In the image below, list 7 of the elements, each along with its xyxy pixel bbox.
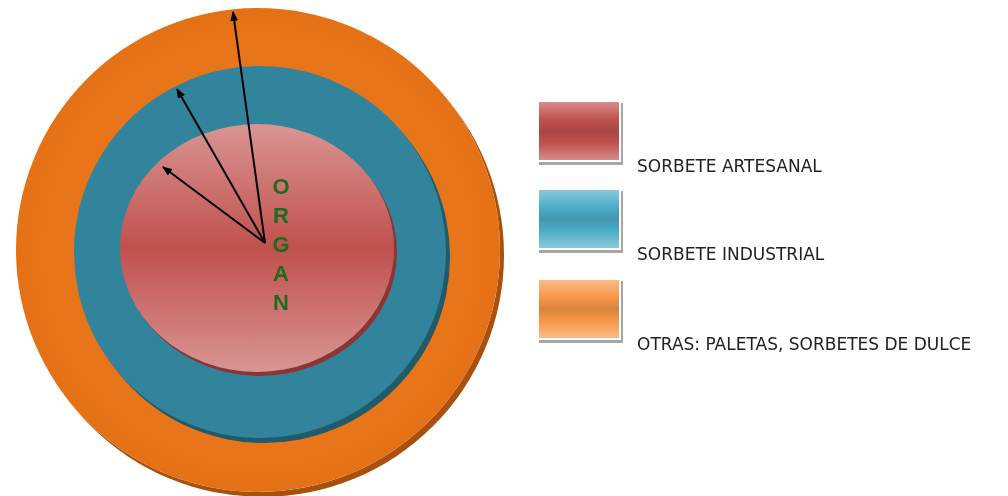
legend-label: SORBETE ARTESANAL [636, 155, 823, 178]
arrow [230, 11, 266, 244]
vertical-label: ORGAN [272, 173, 290, 317]
arrow [162, 166, 266, 244]
legend-label: OTRAS: PALETAS, SORBETES DE DULCE [636, 333, 973, 356]
legend-label: SORBETE INDUSTRIAL [636, 243, 826, 266]
arrow [176, 88, 266, 244]
